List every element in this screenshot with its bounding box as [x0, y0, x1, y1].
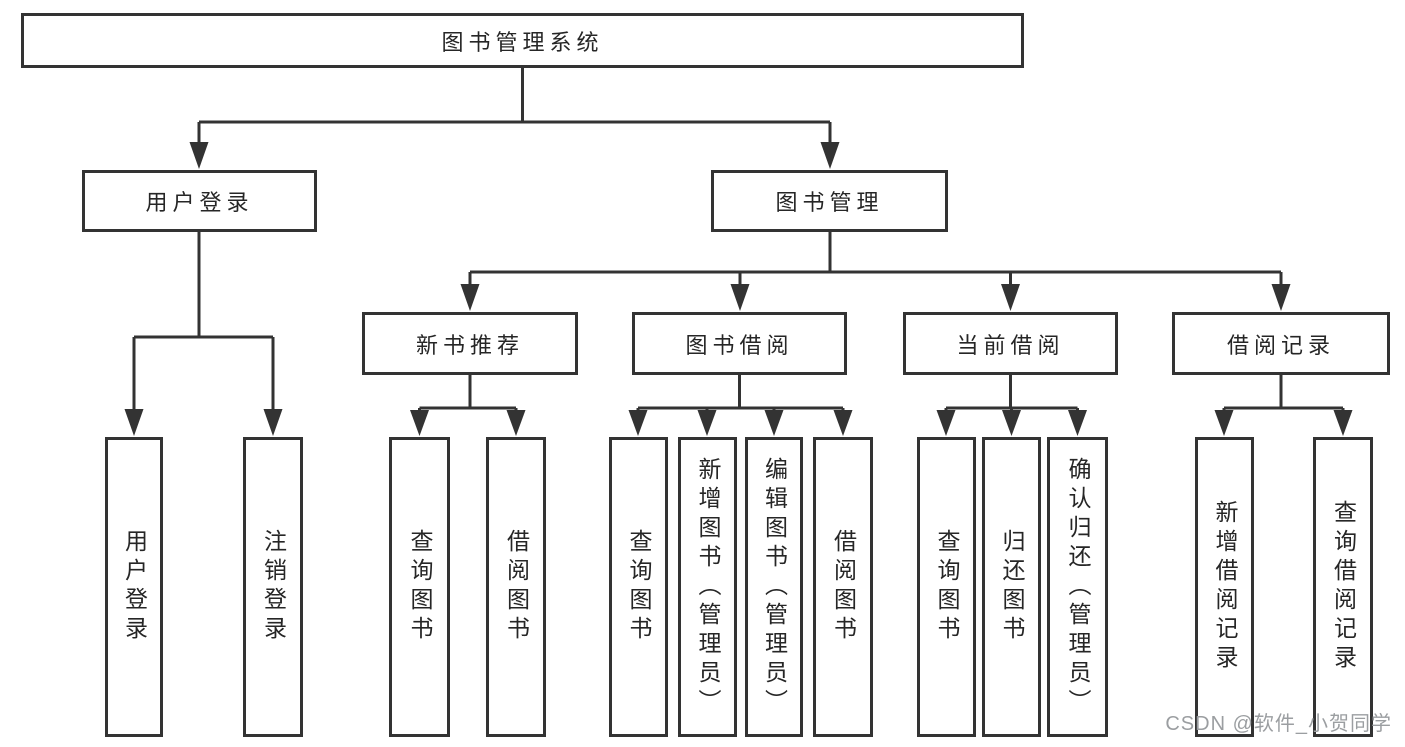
node-borrow-records: 借阅记录	[1172, 312, 1390, 375]
node-recommend-borrow-books-label: 借阅图书	[503, 529, 530, 645]
node-borrow-records-label: 借阅记录	[1226, 332, 1335, 358]
node-add-book-admin-label: 新增图书（管理员）	[695, 456, 721, 718]
node-add-book-admin: 新增图书（管理员）	[678, 437, 737, 737]
node-add-borrow-record-label: 新增借阅记录	[1212, 500, 1238, 674]
node-user-login-leaf: 用户登录	[105, 437, 163, 737]
node-confirm-return-admin-label: 确认归还（管理员）	[1065, 456, 1091, 718]
node-user-login-leaf-label: 用户登录	[121, 529, 148, 645]
node-recommend-borrow-books: 借阅图书	[486, 437, 546, 737]
node-current-borrow: 当前借阅	[903, 312, 1118, 375]
node-return-books: 归还图书	[982, 437, 1041, 737]
node-current-borrow-label: 当前借阅	[956, 332, 1065, 358]
node-root: 图书管理系统	[21, 13, 1024, 68]
node-borrow-books: 借阅图书	[813, 437, 873, 737]
node-book-borrow: 图书借阅	[632, 312, 847, 375]
node-borrow-query-books: 查询图书	[609, 437, 668, 737]
node-current-query-books-label: 查询图书	[934, 529, 960, 645]
node-edit-book-admin: 编辑图书（管理员）	[745, 437, 803, 737]
node-query-borrow-record: 查询借阅记录	[1313, 437, 1373, 737]
node-borrow-books-label: 借阅图书	[830, 529, 857, 645]
node-book-borrow-label: 图书借阅	[685, 332, 794, 358]
node-add-borrow-record: 新增借阅记录	[1195, 437, 1254, 737]
csdn-watermark: CSDN @软件_小贺同学	[1165, 713, 1392, 735]
node-new-book-recommend: 新书推荐	[362, 312, 578, 375]
node-book-mgmt: 图书管理	[711, 170, 948, 232]
node-borrow-query-books-label: 查询图书	[626, 529, 652, 645]
node-recommend-query-books-label: 查询图书	[407, 529, 433, 645]
node-user-login-label: 用户登录	[145, 190, 254, 215]
node-current-query-books: 查询图书	[917, 437, 976, 737]
node-recommend-query-books: 查询图书	[389, 437, 450, 737]
node-edit-book-admin-label: 编辑图书（管理员）	[761, 456, 788, 718]
node-user-login: 用户登录	[82, 170, 317, 232]
node-confirm-return-admin: 确认归还（管理员）	[1047, 437, 1108, 737]
node-query-borrow-record-label: 查询借阅记录	[1330, 500, 1357, 674]
node-logout: 注销登录	[243, 437, 303, 737]
node-new-book-recommend-label: 新书推荐	[415, 332, 524, 358]
node-logout-label: 注销登录	[260, 529, 287, 645]
node-book-mgmt-label: 图书管理	[775, 190, 884, 215]
node-return-books-label: 归还图书	[999, 529, 1025, 645]
node-root-label: 图书管理系统	[441, 29, 604, 55]
